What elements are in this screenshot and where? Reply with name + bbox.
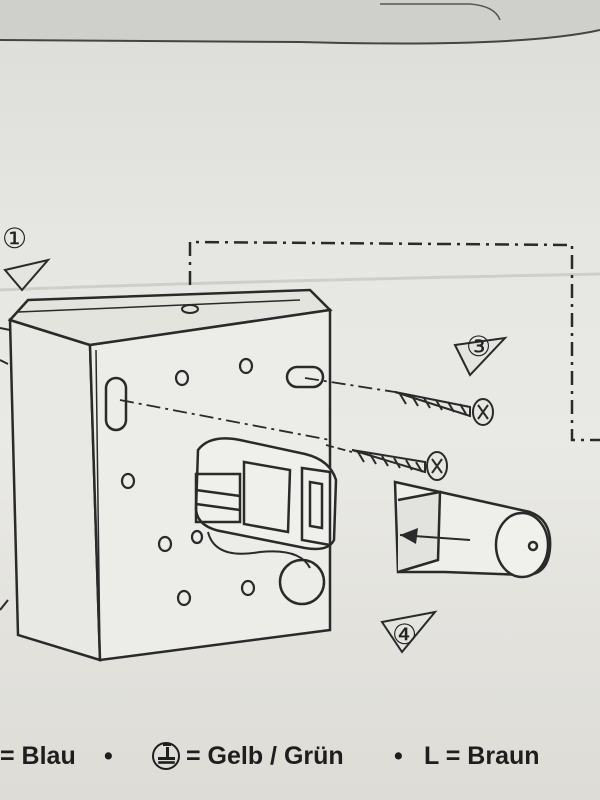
box-side-face [8,318,102,662]
legend-yellow-green: = Gelb / Grün [186,742,344,770]
left-cable-lines [0,327,11,365]
bolt-arrow-head [400,528,418,544]
step-3-triangle [453,336,508,377]
paper-fold-curve [380,3,501,21]
screw-upper [394,391,494,426]
box-top-edge [17,299,301,313]
screw-lower [351,449,448,481]
dashed-routing-line [188,240,600,442]
top-hole [181,304,199,314]
paper-fold-edge [0,29,600,45]
cable-knockout [278,558,326,606]
front-holes [120,357,256,607]
step-1-triangle [3,258,51,292]
bolt-plunger [393,480,552,579]
slot-hole-left [104,376,128,432]
wire [207,531,311,569]
wire-color-legend: = Blau • = Gelb / Grün • L = Braun [0,742,600,792]
paper-fold-top [0,0,600,44]
ground-symbol-icon [152,742,180,770]
terminal-block [194,437,338,551]
alignment-line-1 [119,399,331,441]
box-top-face [7,288,333,347]
left-cable-bottom [0,599,9,611]
legend-bullet-2: • [394,742,403,770]
legend-blue: = Blau [0,742,76,770]
alignment-line-3 [325,444,353,453]
slot-hole-right [285,365,325,389]
step-3-label: ③ [466,332,492,363]
step-1-label: ① [2,224,28,255]
legend-live: L = Braun [424,742,540,770]
paper-crease [0,272,600,292]
legend-bullet-1: • [104,742,113,770]
alignment-line-2 [304,377,396,393]
box-front-edge [95,349,101,659]
step-4-triangle [380,610,438,654]
step-4-label: ④ [392,620,418,651]
